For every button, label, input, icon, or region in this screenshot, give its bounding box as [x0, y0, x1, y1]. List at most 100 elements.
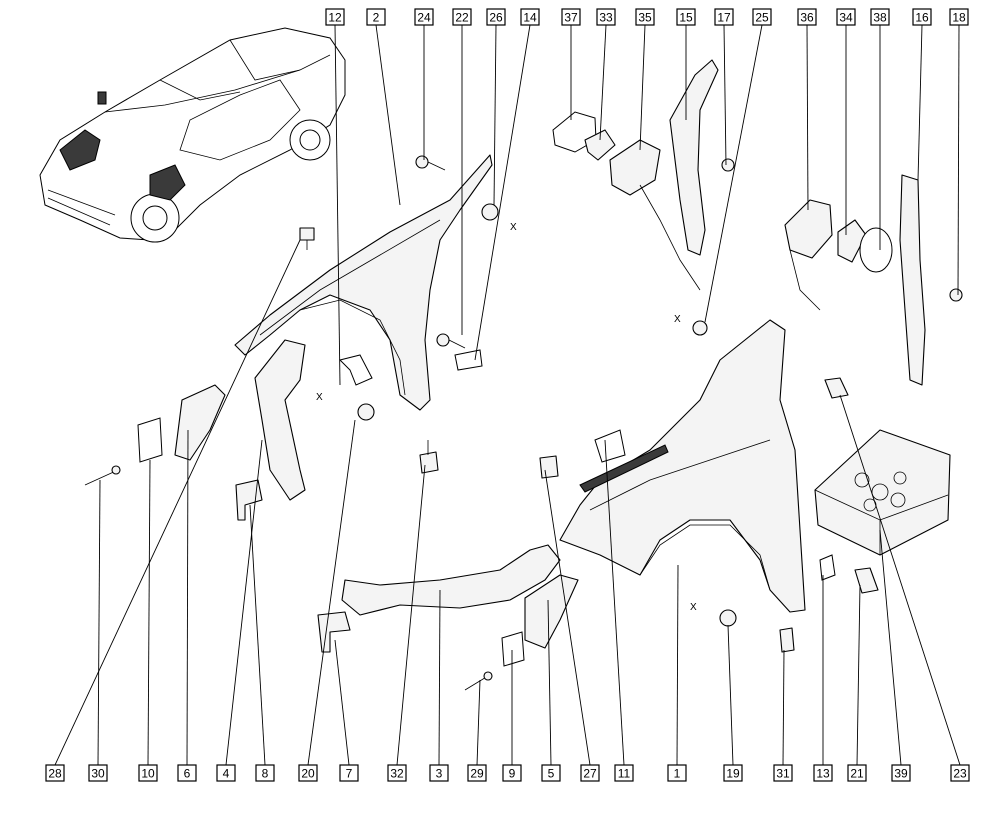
- callout-5: 5: [541, 764, 561, 782]
- leader-line-top-35: [639, 24, 646, 151]
- callout-39-label: 39: [894, 767, 908, 781]
- callout-16-box: [912, 8, 932, 26]
- callout-27-box: [580, 764, 600, 782]
- callout-10: 10: [138, 764, 158, 782]
- callout-7-label: 7: [346, 767, 353, 781]
- callout-17-label: 17: [717, 11, 731, 25]
- callout-3: 3: [429, 764, 449, 782]
- callout-28-box: [45, 764, 65, 782]
- leader-line-top-2: [375, 24, 401, 206]
- leader-line-bottom-10: [147, 459, 151, 766]
- leader-line-bottom-21: [856, 584, 861, 766]
- leader-line-bottom-29: [476, 679, 481, 766]
- callout-21-label: 21: [850, 767, 864, 781]
- leader-line-bottom-20: [307, 419, 356, 766]
- x-mark-1: X: [510, 222, 517, 233]
- callout-19-label: 19: [726, 767, 740, 781]
- callout-14: 14: [520, 8, 540, 26]
- callout-12-label: 12: [328, 11, 342, 25]
- left-fender-assembly: [234, 154, 499, 411]
- callout-36-box: [797, 8, 817, 26]
- callout-11-label: 11: [618, 767, 631, 781]
- callout-16: 16: [912, 8, 932, 26]
- leader-line-bottom-4: [225, 439, 263, 766]
- leader-line-top-26: [493, 24, 497, 206]
- callout-32-label: 32: [390, 767, 404, 781]
- x-mark-3: X: [674, 314, 681, 325]
- callout-13-label: 13: [816, 767, 830, 781]
- callout-26-box: [486, 8, 506, 26]
- leader-line-bottom-19: [727, 624, 734, 766]
- callout-33: 33: [596, 8, 616, 26]
- callout-3-box: [429, 764, 449, 782]
- leader-line-bottom-32: [396, 464, 426, 766]
- callout-9-box: [502, 764, 522, 782]
- callout-22-label: 22: [455, 11, 469, 25]
- callout-34-box: [836, 8, 856, 26]
- callout-19: 19: [723, 764, 743, 782]
- leader-line-top-12: [334, 24, 341, 386]
- callout-31: 31: [773, 764, 793, 782]
- callout-17: 17: [714, 8, 734, 26]
- callout-35-box: [635, 8, 655, 26]
- callout-36: 36: [797, 8, 817, 26]
- callout-34-label: 34: [839, 11, 853, 25]
- callout-9: 9: [502, 764, 522, 782]
- callout-18: 18: [949, 8, 969, 26]
- callout-16-label: 16: [915, 11, 929, 25]
- callout-22: 22: [452, 8, 472, 26]
- callout-26-label: 26: [489, 11, 503, 25]
- leader-line-top-33: [599, 24, 607, 141]
- x-mark-4: X: [690, 602, 697, 613]
- callout-2-label: 2: [373, 11, 380, 25]
- callout-33-box: [596, 8, 616, 26]
- callout-7-box: [339, 764, 359, 782]
- callout-34: 34: [836, 8, 856, 26]
- callout-32: 32: [387, 764, 407, 782]
- callout-17-box: [714, 8, 734, 26]
- callout-26: 26: [486, 8, 506, 26]
- callout-31-box: [773, 764, 793, 782]
- callout-23-box: [950, 764, 970, 782]
- callout-18-label: 18: [952, 11, 966, 25]
- callout-29-box: [467, 764, 487, 782]
- callout-25: 25: [752, 8, 772, 26]
- callout-39-box: [891, 764, 911, 782]
- leader-line-bottom-30: [97, 479, 101, 766]
- callout-39: 39: [891, 764, 911, 782]
- callout-33-label: 33: [599, 11, 613, 25]
- callout-20-box: [298, 764, 318, 782]
- callout-5-box: [541, 764, 561, 782]
- left-brackets-and-fasteners: [84, 227, 439, 521]
- callout-12: 12: [325, 8, 345, 26]
- callout-6: 6: [177, 764, 197, 782]
- callout-6-box: [177, 764, 197, 782]
- x-mark-2: X: [316, 392, 323, 403]
- leader-line-top-36: [806, 24, 809, 211]
- callout-14-label: 14: [523, 11, 537, 25]
- callout-8: 8: [255, 764, 275, 782]
- callout-28-label: 28: [48, 767, 62, 781]
- callout-30: 30: [88, 764, 108, 782]
- leader-line-top-17: [723, 24, 727, 166]
- callout-22-box: [452, 8, 472, 26]
- leader-line-bottom-8: [249, 504, 266, 766]
- callout-27: 27: [580, 764, 600, 782]
- callout-4-box: [216, 764, 236, 782]
- leader-line-bottom-23: [839, 394, 961, 766]
- callout-6-label: 6: [184, 767, 191, 781]
- callout-1-label: 1: [674, 767, 681, 781]
- callout-35-label: 35: [638, 11, 652, 25]
- callout-28: 28: [45, 764, 65, 782]
- callout-20-label: 20: [301, 767, 315, 781]
- callout-12-box: [325, 8, 345, 26]
- callout-30-box: [88, 764, 108, 782]
- callout-1: 1: [667, 764, 687, 782]
- callout-25-box: [752, 8, 772, 26]
- callout-37: 37: [561, 8, 581, 26]
- callout-15-box: [676, 8, 696, 26]
- callout-29: 29: [467, 764, 487, 782]
- leader-line-bottom-11: [604, 439, 625, 766]
- callout-4: 4: [216, 764, 236, 782]
